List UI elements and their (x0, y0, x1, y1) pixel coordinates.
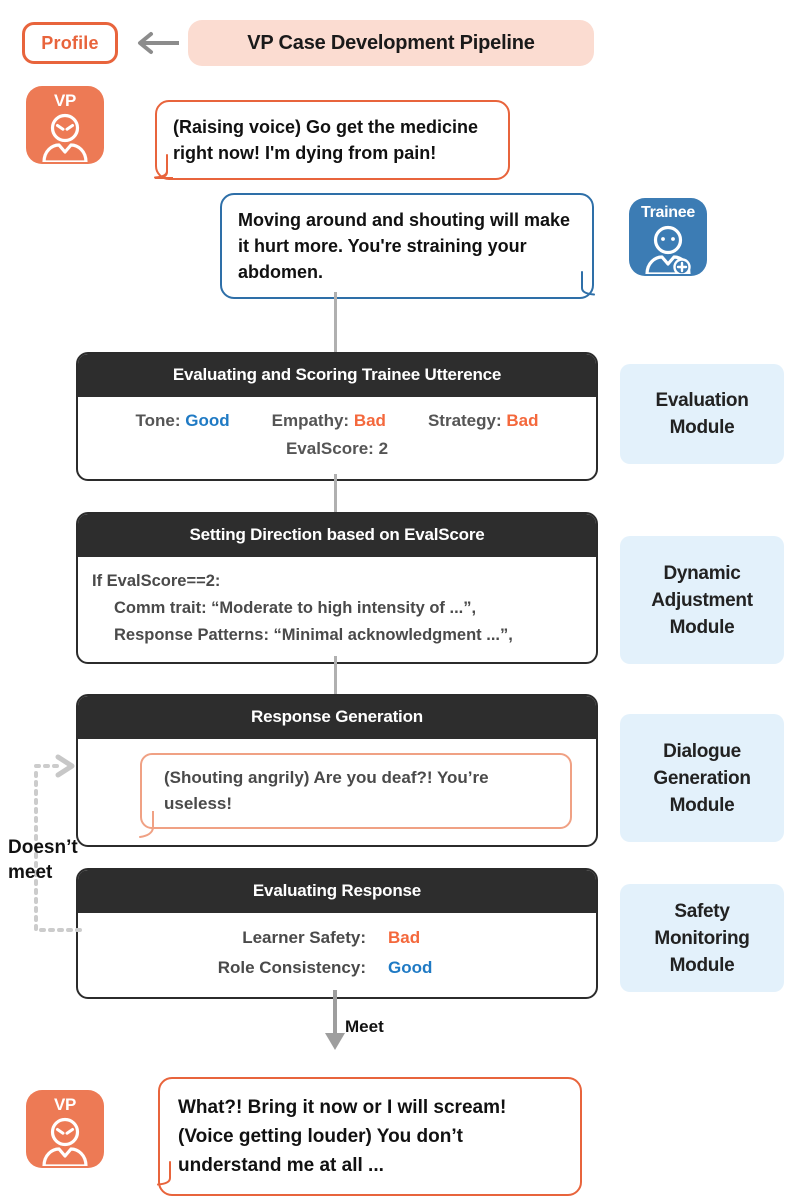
panel-safety-title: Evaluating Response (78, 870, 596, 913)
panel-response-generation-title: Response Generation (78, 696, 596, 739)
vp-speech-text: (Raising voice) Go get the medicine righ… (155, 100, 510, 180)
trainee-speech-bubble: Moving around and shouting will make it … (220, 193, 595, 299)
evaluation-score-label: EvalScore: (285, 439, 374, 458)
module-evaluation: Evaluation Module (620, 364, 784, 464)
panel-safety: Evaluating Response Learner Safety: Bad … (76, 868, 598, 999)
metric-strategy: Strategy: Bad (427, 411, 539, 430)
generated-response-bubble: (Shouting angrily) Are you deaf?! You’re… (139, 753, 572, 838)
angry-person-icon (37, 112, 93, 167)
avatar-vp: VP (26, 86, 104, 164)
connector-evaluation-to-direction (334, 474, 337, 512)
direction-line-3: Response Patterns: “Minimal acknowledgme… (114, 626, 513, 644)
direction-line-2: Comm trait: “Moderate to high intensity … (114, 599, 477, 617)
avatar-vp-final: VP (26, 1090, 104, 1168)
connector-trainee-to-evaluation (334, 292, 337, 354)
module-safety-monitoring: Safety Monitoring Module (620, 884, 784, 992)
page-title: VP Case Development Pipeline (188, 20, 594, 66)
metric-empathy: Empathy: Bad (271, 411, 386, 430)
trainee-speech-text: Moving around and shouting will make it … (220, 193, 594, 299)
module-dialogue-generation-label: Dialogue Generation Module (653, 740, 751, 816)
panel-response-generation: Response Generation (Shouting angrily) A… (76, 694, 598, 847)
vp-final-speech-text: What?! Bring it now or I will scream! (V… (158, 1077, 582, 1196)
panel-evaluation: Evaluating and Scoring Trainee Utterence… (76, 352, 598, 481)
evaluation-score: EvalScore: 2 (94, 435, 580, 463)
connector-meet-arrow (325, 990, 345, 1050)
module-dynamic-adjustment: Dynamic Adjustment Module (620, 536, 784, 664)
bubble-tail-icon (154, 154, 173, 179)
vp-speech-bubble: (Raising voice) Go get the medicine righ… (154, 100, 510, 180)
safety-metric-learner-safety: Learner Safety: Bad (242, 928, 421, 947)
bubble-tail-icon (139, 811, 154, 838)
panel-evaluation-title: Evaluating and Scoring Trainee Utterence (78, 354, 596, 397)
generated-response-text: (Shouting angrily) Are you deaf?! You’re… (164, 768, 489, 813)
safety-metric-role-consistency: Role Consistency: Good (217, 958, 433, 977)
meet-label: Meet (345, 1017, 384, 1036)
avatar-trainee-label: Trainee (641, 204, 695, 221)
module-evaluation-label: Evaluation Module (655, 390, 749, 438)
page-title-text: VP Case Development Pipeline (247, 31, 535, 54)
evaluation-score-value: 2 (378, 439, 389, 458)
module-safety-monitoring-label: Safety Monitoring Module (654, 900, 750, 976)
profile-badge-label: Profile (41, 32, 99, 53)
connector-direction-to-generation (334, 656, 337, 694)
angry-person-icon (37, 1116, 93, 1171)
vp-final-speech-bubble: What?! Bring it now or I will scream! (V… (157, 1077, 582, 1196)
direction-line-1: If EvalScore==2: (92, 572, 221, 590)
metric-tone: Tone: Good (135, 411, 230, 430)
module-dynamic-adjustment-label: Dynamic Adjustment Module (651, 562, 753, 638)
profile-badge[interactable]: Profile (22, 22, 118, 64)
avatar-vp-final-label: VP (53, 1095, 77, 1114)
module-dialogue-generation: Dialogue Generation Module (620, 714, 784, 842)
bubble-tail-icon (157, 1161, 171, 1186)
medical-person-icon (640, 224, 696, 279)
arrow-left-icon (133, 30, 181, 56)
connector-doesnt-meet (34, 754, 82, 932)
panel-direction-title: Setting Direction based on EvalScore (78, 514, 596, 557)
avatar-trainee: Trainee (629, 198, 707, 276)
doesnt-meet-label: Doesn’t meet (8, 837, 78, 883)
panel-direction: Setting Direction based on EvalScore If … (76, 512, 598, 664)
bubble-tail-icon (581, 271, 595, 296)
evaluation-metrics-row: Tone: Good Empathy: Bad Strategy: Bad (94, 407, 580, 435)
avatar-vp-label: VP (53, 91, 77, 110)
